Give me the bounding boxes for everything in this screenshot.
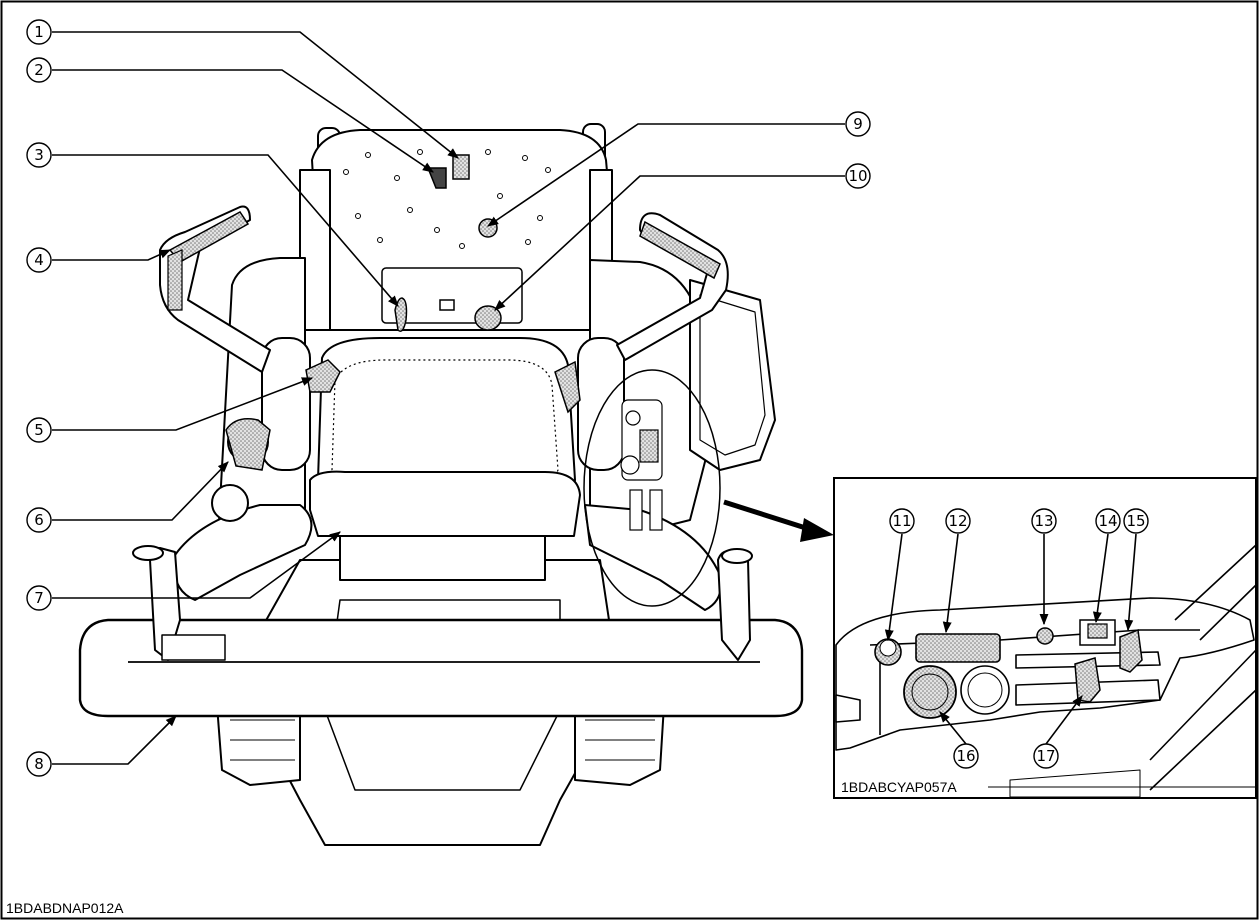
main-callouts: 1 2 3 4 5 6 7 8 9 10 [26, 19, 871, 777]
right-lever-grip [639, 220, 721, 280]
figure-id: 1BDABDNAP012A [6, 900, 124, 916]
lock-knob [474, 305, 502, 331]
callout-number-4: 4 [34, 251, 44, 269]
callout-circle-10 [845, 163, 871, 189]
callout-circle-6 [26, 507, 52, 533]
callout-circle-8 [26, 751, 52, 777]
inset-leader-lines [884, 533, 1137, 745]
inset-knob-13 [1036, 627, 1054, 645]
callout-circle-14 [1095, 508, 1121, 534]
leader-lines [52, 31, 845, 765]
callout-number-12: 12 [948, 512, 967, 530]
callout-circle-13 [1031, 508, 1057, 534]
callout-number-9: 9 [853, 115, 863, 133]
seat-adjust-lever-right [554, 360, 581, 414]
inset-lever-15 [1119, 628, 1143, 673]
inset-callouts: 11 12 13 14 15 16 17 [889, 508, 1149, 769]
callout-number-17: 17 [1036, 747, 1055, 765]
callout-number-11: 11 [892, 512, 911, 530]
callout-circle-1 [26, 19, 52, 45]
hydraulic-lever [394, 297, 408, 332]
callout-circle-9 [845, 111, 871, 137]
callout-number-1: 1 [34, 23, 44, 41]
callout-circle-17 [1033, 743, 1059, 769]
callout-circle-16 [953, 743, 979, 769]
callout-number-5: 5 [34, 421, 44, 439]
callout-number-3: 3 [34, 146, 44, 164]
callout-circle-2 [26, 57, 52, 83]
callout-number-10: 10 [848, 167, 867, 185]
callout-number-7: 7 [34, 589, 44, 607]
callout-circle-11 [889, 508, 915, 534]
callout-circle-12 [945, 508, 971, 534]
seat-adjust-lever [305, 359, 341, 393]
callout-number-8: 8 [34, 755, 44, 773]
callout-circle-15 [1123, 508, 1149, 534]
console-detail-circle [583, 369, 721, 607]
callout-number-14: 14 [1098, 512, 1117, 530]
inset-figure-id: 1BDABCYAP057A [841, 779, 957, 795]
inset-switch-14 [1087, 623, 1108, 639]
callout-circle-5 [26, 417, 52, 443]
inset-lever-17 [1074, 657, 1101, 703]
callout-circle-7 [26, 585, 52, 611]
detail-arrow [723, 499, 813, 533]
callout-number-16: 16 [956, 747, 975, 765]
callout-number-13: 13 [1034, 512, 1053, 530]
callout-number-15: 15 [1126, 512, 1145, 530]
hour-meter-switch [426, 154, 470, 189]
callout-number-2: 2 [34, 61, 44, 79]
callout-circle-4 [26, 247, 52, 273]
callout-circle-3 [26, 142, 52, 168]
callout-number-6: 6 [34, 511, 44, 529]
fuel-tank-cap [225, 418, 271, 471]
mower-body [78, 123, 804, 846]
inset-display-12 [915, 633, 1001, 663]
